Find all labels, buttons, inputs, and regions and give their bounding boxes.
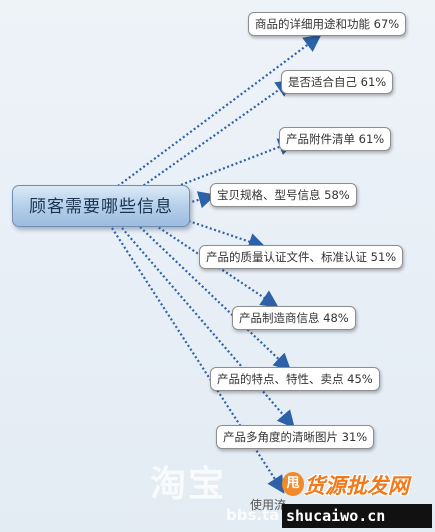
branch-value: 61% (360, 75, 387, 89)
connector-arrow-1 (117, 34, 322, 187)
branch-label: 使用流 (250, 498, 287, 512)
brand-text: 货源批发网 (304, 473, 409, 498)
branch-node-4[interactable]: 宝贝规格、型号信息 58% (210, 183, 357, 207)
branch-value: 67% (373, 17, 400, 31)
connector-arrow-4 (187, 191, 217, 209)
connector-arrow-2 (139, 79, 294, 189)
branch-label: 产品的特点、特性、卖点 (217, 372, 344, 386)
connector-arrow-8 (121, 227, 295, 429)
connector-arrow-3 (159, 138, 297, 195)
branch-value: 61% (358, 132, 385, 146)
branch-label: 宝贝规格、型号信息 (217, 188, 321, 202)
branch-node-3[interactable]: 产品附件清单 61% (279, 127, 392, 151)
bbs-watermark: bbs.ta (226, 506, 280, 524)
root-node[interactable]: 顾客需要哪些信息 (12, 185, 190, 227)
branch-node-7[interactable]: 产品的特点、特性、卖点 45% (210, 367, 380, 391)
branch-label: 是否适合自己 (288, 75, 357, 89)
branch-node-9-partial: 使用流 (250, 496, 286, 513)
connector-arrow-5 (179, 216, 267, 251)
branch-label: 商品的详细用途和功能 (255, 17, 370, 31)
domain-watermark: shucaiwo.cn (282, 504, 432, 528)
branch-node-2[interactable]: 是否适合自己 61% (281, 70, 394, 94)
branch-node-8[interactable]: 产品多角度的清晰图片 31% (216, 425, 375, 449)
branch-label: 产品的质量认证文件、标准认证 (206, 250, 367, 264)
branch-label: 产品制造商信息 (239, 311, 320, 325)
branch-value: 48% (323, 311, 349, 325)
branch-node-6[interactable]: 产品制造商信息 48% (232, 306, 356, 330)
brand-logo-watermark: 甩 货源批发网 shucaiwo.cn (280, 458, 435, 532)
branch-value: 31% (341, 430, 368, 444)
branch-node-5[interactable]: 产品的质量认证文件、标准认证 51% (199, 245, 404, 269)
site-watermark: 淘宝 (150, 464, 227, 505)
branch-value: 45% (347, 372, 373, 386)
branch-value: 58% (324, 188, 350, 202)
branch-value: 51% (370, 250, 397, 264)
branch-node-1[interactable]: 商品的详细用途和功能 67% (248, 12, 407, 36)
branch-label: 产品多角度的清晰图片 (223, 430, 338, 444)
brand-seal-icon: 甩 (282, 472, 304, 496)
branch-label: 产品附件清单 (286, 132, 355, 146)
